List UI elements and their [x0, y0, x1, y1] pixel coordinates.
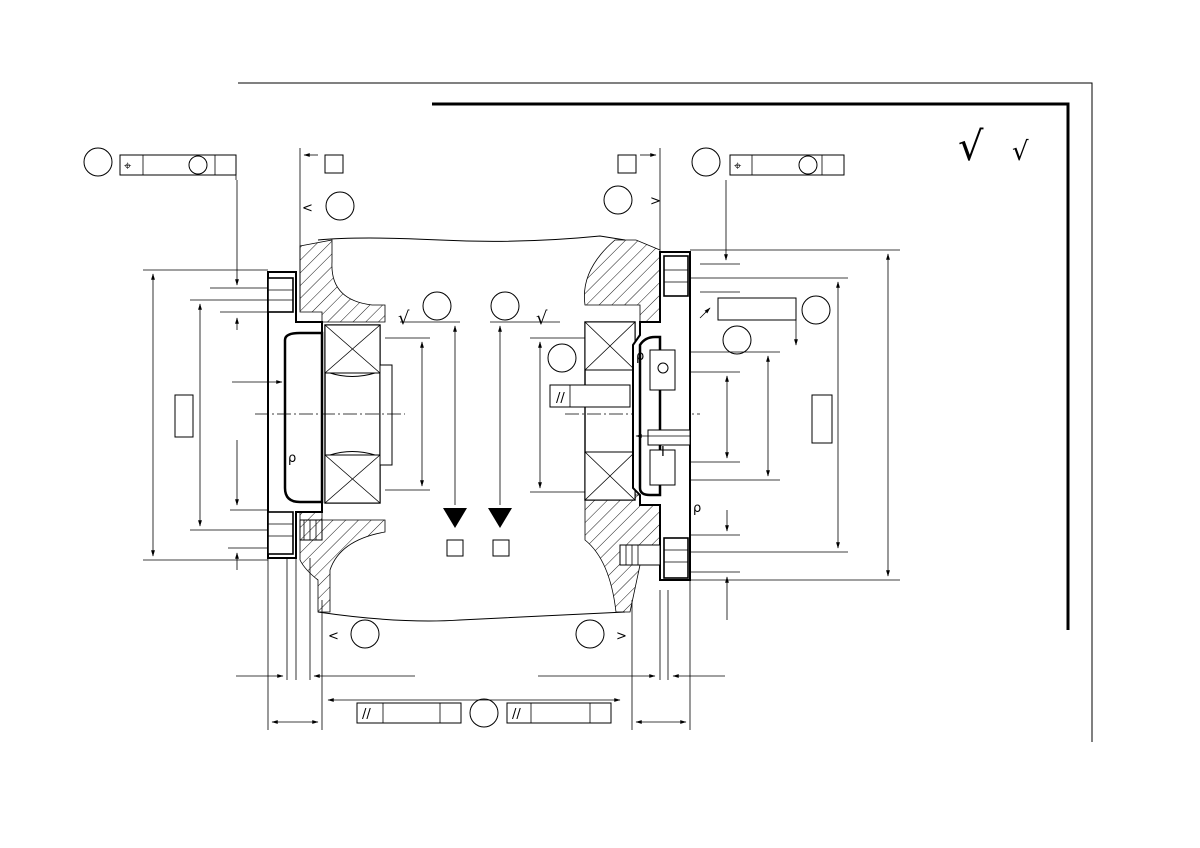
- surface-finish-mark: √: [958, 124, 984, 170]
- bubble: [350, 619, 380, 649]
- bubble: [575, 619, 605, 649]
- weld-mark-right-lower: ρ: [693, 501, 701, 516]
- tolerance-frames: ⌖ ⌖ // //: [119, 154, 845, 724]
- surface-finish-mark-secondary: √: [1012, 137, 1029, 167]
- finish-mark-right-bore: √: [536, 308, 548, 329]
- parallelism-symbol: //: [556, 391, 565, 406]
- bubble: [490, 291, 520, 321]
- dimension-lines: [143, 148, 900, 730]
- left-housing: [299, 235, 626, 622]
- bubble: [325, 191, 355, 221]
- bubble: [83, 147, 113, 177]
- bubble: [691, 147, 721, 177]
- finish-mark-left-bore: √: [398, 308, 410, 329]
- bubble: [422, 291, 452, 321]
- bubble: [603, 185, 633, 215]
- angle-mark: <: [302, 201, 313, 216]
- small-label: I: [661, 445, 665, 460]
- position-symbol-right: ⌖: [734, 159, 742, 174]
- position-symbol: ⌖: [124, 159, 132, 174]
- angle-mark-bottom-right: >: [616, 629, 627, 644]
- angle-mark-bottom-left: <: [328, 629, 339, 644]
- drawing-frame: [238, 82, 1093, 742]
- bubble: [547, 343, 577, 373]
- weld-mark: ρ: [288, 451, 296, 466]
- datum-bubbles: < > < > √ √: [83, 147, 831, 728]
- right-bearing: //: [549, 321, 700, 501]
- surface-finish-marks: √ √: [958, 124, 1029, 170]
- bubble: [469, 698, 499, 728]
- bubble: [801, 295, 831, 325]
- weld-mark-right: ρ: [636, 349, 644, 364]
- right-end-cover: I ρ ρ: [619, 251, 701, 581]
- left-bearing: [255, 324, 405, 504]
- parallelism-frame-right: //: [512, 707, 521, 722]
- angle-mark-right: >: [650, 194, 661, 209]
- parallelism-frame-left: //: [362, 707, 371, 722]
- bubble: [722, 325, 752, 355]
